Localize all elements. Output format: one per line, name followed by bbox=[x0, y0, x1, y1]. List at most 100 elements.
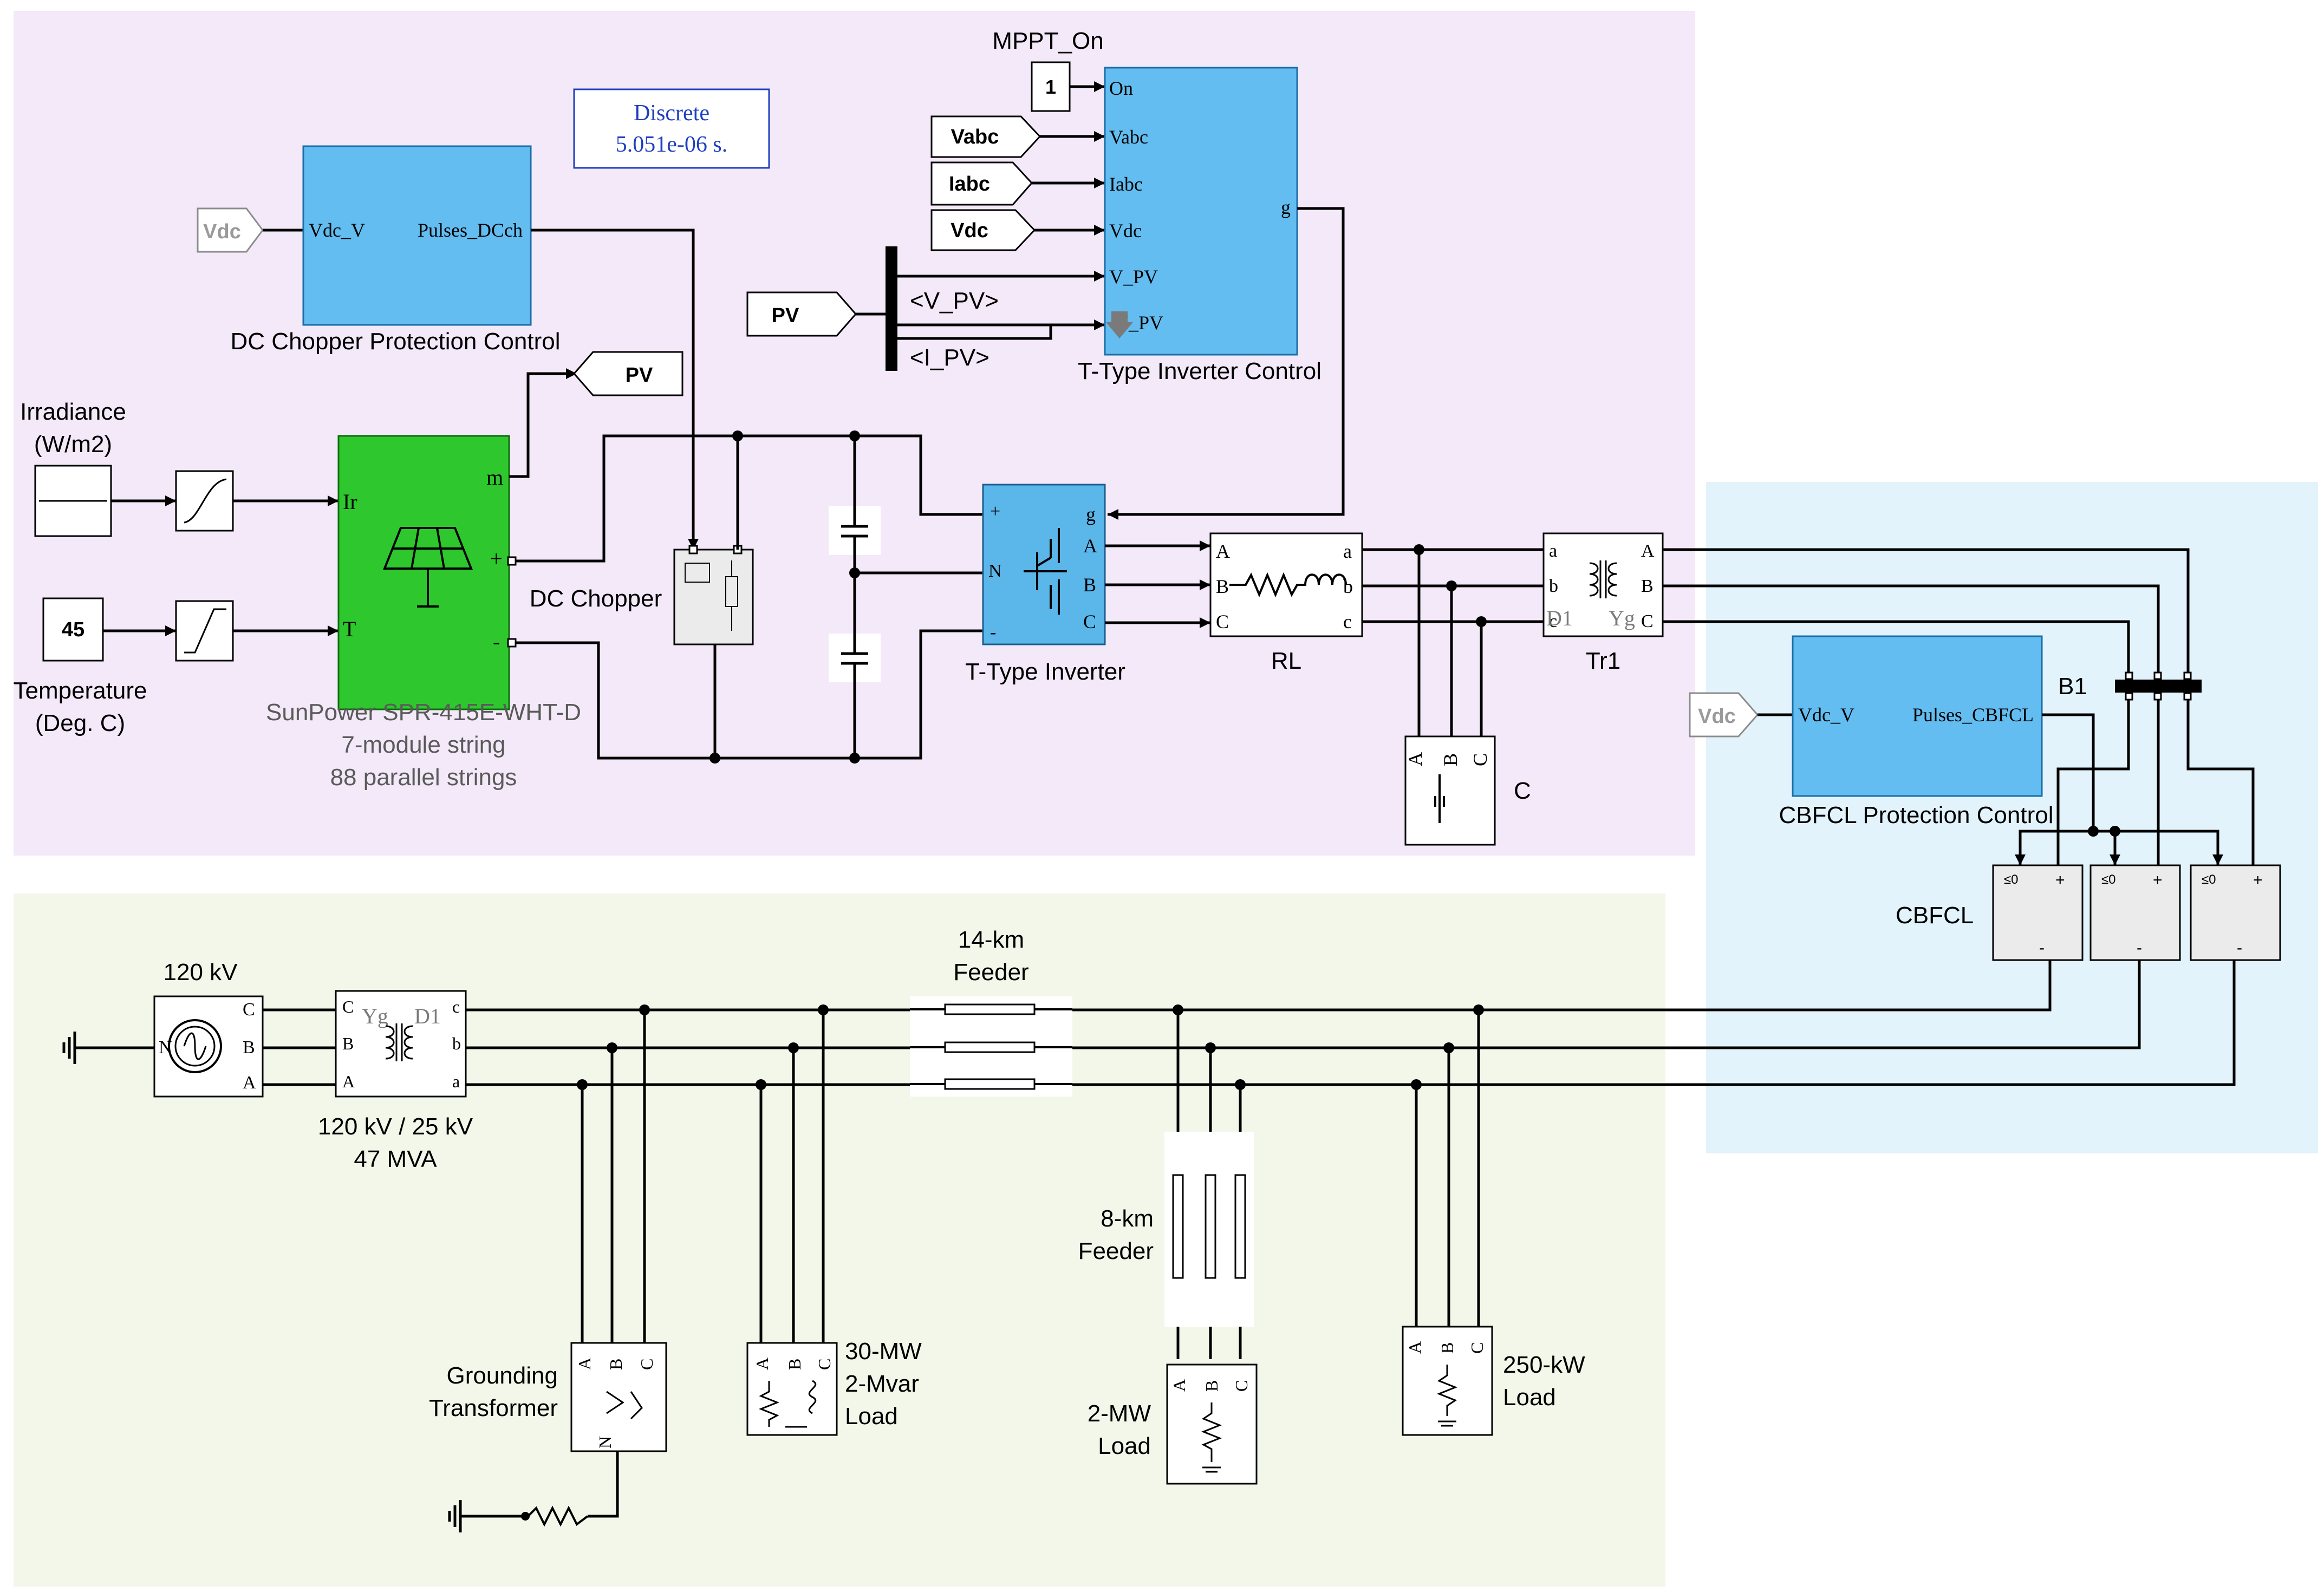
i-pv-signal: <I_PV> bbox=[910, 344, 990, 371]
rl-port-b: B bbox=[1216, 576, 1229, 597]
load250-load: Load bbox=[1503, 1384, 1556, 1411]
b1-label: B1 bbox=[2058, 673, 2087, 700]
tr1-port-b: b bbox=[1549, 576, 1558, 596]
source-port-b: B bbox=[243, 1038, 255, 1058]
svg-text:-: - bbox=[2039, 939, 2045, 957]
tr1-port-c: c bbox=[1549, 611, 1557, 631]
feeder-14km-block[interactable] bbox=[910, 996, 1072, 1097]
inv-port-b: B bbox=[1083, 574, 1096, 596]
dc-link-capacitor-wires bbox=[853, 436, 983, 758]
irradiance-block[interactable] bbox=[34, 465, 112, 537]
l30-port-a: A bbox=[752, 1358, 772, 1370]
cbfcl-module-a[interactable]: ≤0 + - bbox=[1992, 864, 2084, 961]
feeder-8km-block[interactable] bbox=[1164, 1132, 1254, 1327]
vdc-from-tag-2[interactable]: Vdc bbox=[930, 209, 1036, 251]
grounding-transformer-block[interactable]: A B C N bbox=[570, 1342, 667, 1452]
iabc-from-tag[interactable]: Iabc bbox=[930, 161, 1033, 206]
tr1-port-c-out: C bbox=[1641, 611, 1654, 631]
temperature-ramp-block[interactable] bbox=[175, 600, 234, 662]
xfmr-d1: D1 bbox=[414, 1004, 441, 1028]
cbfcl-control-block[interactable]: Vdc_V Pulses_CBFCL bbox=[1792, 635, 2043, 797]
inverter-control-block[interactable]: On Vabc Iabc Vdc V_PV I_PV g bbox=[1104, 67, 1298, 356]
resistor-icon bbox=[527, 1505, 589, 1527]
feeder8-sub: Feeder bbox=[1078, 1238, 1154, 1264]
load-250kw-block[interactable]: A B C bbox=[1402, 1326, 1493, 1436]
capacitor-bank-block[interactable]: A B C bbox=[1404, 735, 1496, 846]
dc-chopper-block[interactable] bbox=[673, 545, 754, 645]
pv-input-wires bbox=[103, 499, 338, 632]
l250-port-b: B bbox=[1437, 1342, 1457, 1354]
source-120kv-block[interactable]: N C B A bbox=[153, 995, 264, 1098]
iabc-from-label: Iabc bbox=[949, 173, 990, 195]
irradiance-ramp-block[interactable] bbox=[175, 470, 234, 532]
pv-port-ir: Ir bbox=[343, 490, 357, 514]
cbfcl-bus-wires bbox=[2056, 700, 2255, 865]
load30-mvar: 2-Mvar bbox=[845, 1371, 919, 1397]
xfmr-rating: 120 kV / 25 kV bbox=[318, 1113, 473, 1140]
pv-from-tag[interactable]: PV bbox=[746, 291, 857, 337]
bus-selector[interactable] bbox=[886, 246, 897, 371]
temperature-block[interactable]: 45 bbox=[42, 597, 104, 662]
inverter-ac-wires bbox=[1105, 544, 1210, 624]
cbfcl-module-b[interactable]: ≤0 + - bbox=[2089, 864, 2181, 961]
vdc-from-1-label: Vdc bbox=[203, 220, 241, 243]
tr1-transformer-block[interactable]: a b c A B C D1 Yg bbox=[1542, 532, 1664, 637]
cbfcl-ctrl-out: Pulses_CBFCL bbox=[1912, 704, 2034, 726]
l2-port-b: B bbox=[1202, 1380, 1221, 1392]
source-port-n: N bbox=[159, 1038, 172, 1058]
grounding-xfmr-taps bbox=[581, 1010, 646, 1343]
temperature-value: 45 bbox=[62, 618, 84, 641]
load30-load: Load bbox=[845, 1403, 898, 1430]
load-2mw-block[interactable]: A B C bbox=[1166, 1363, 1258, 1485]
inv-ctrl-port-on: On bbox=[1109, 77, 1133, 99]
tr1-port-b-out: B bbox=[1641, 576, 1654, 596]
xfmr-port-a-out: a bbox=[452, 1072, 460, 1091]
inverter-label: T-Type Inverter bbox=[965, 658, 1125, 685]
inv-ctrl-port-g: g bbox=[1281, 197, 1291, 218]
rl-filter-block[interactable]: A B C a b c bbox=[1209, 532, 1363, 637]
feeder8-label: 8-km bbox=[1101, 1205, 1154, 1232]
inverter-control-input-wires bbox=[897, 85, 1105, 340]
pv-array-parallel: 88 parallel strings bbox=[330, 764, 517, 791]
pv-goto-label: PV bbox=[626, 364, 653, 387]
vdc-from-tag-3[interactable]: Vdc bbox=[1689, 692, 1759, 738]
t-type-inverter-block[interactable]: + N - g A B C bbox=[982, 484, 1106, 645]
xfmr-port-c-out: c bbox=[452, 997, 460, 1016]
b1-bus-bar[interactable] bbox=[2115, 680, 2202, 693]
pv-port-minus: - bbox=[493, 629, 500, 654]
dc-bus-positive bbox=[516, 434, 983, 563]
powergui-solver-block[interactable]: Discrete 5.051e-06 s. bbox=[573, 88, 770, 169]
vdc-from-tag-1[interactable]: Vdc bbox=[197, 207, 264, 253]
vdc-from-2-label: Vdc bbox=[951, 219, 988, 242]
xfmr-port-a: A bbox=[342, 1072, 355, 1091]
temperature-unit: (Deg. C) bbox=[35, 710, 125, 736]
vdc-from-3-label: Vdc bbox=[1698, 705, 1736, 728]
mppt-on-label: MPPT_On bbox=[992, 28, 1103, 54]
l30-port-c: C bbox=[815, 1359, 834, 1370]
rl-port-a-out: a bbox=[1343, 540, 1352, 562]
pv-goto-tag[interactable]: PV bbox=[573, 351, 683, 396]
dc-chopper-control-block[interactable]: Vdc_V Pulses_DCch bbox=[302, 145, 532, 326]
cap-port-b: B bbox=[1440, 753, 1461, 766]
tr1-port-a-out: A bbox=[1641, 541, 1655, 561]
inv-port-minus: - bbox=[990, 622, 996, 642]
load-30mw-block[interactable]: A B C bbox=[746, 1342, 838, 1436]
cbfcl-label: CBFCL bbox=[1896, 902, 1974, 929]
transformer-120-25kv-block[interactable]: C B A c b a Yg D1 bbox=[335, 990, 467, 1098]
cbfcl-module-c[interactable]: ≤0 + - bbox=[2190, 864, 2281, 961]
cbfcl-area bbox=[1706, 482, 2318, 1153]
load2-load: Load bbox=[1098, 1433, 1151, 1459]
inv-port-plus: + bbox=[990, 501, 1000, 521]
mppt-constant-block[interactable]: 1 bbox=[1031, 61, 1071, 112]
pv-port-t: T bbox=[343, 617, 356, 641]
zigzag-icon bbox=[606, 1391, 643, 1420]
svg-text:-: - bbox=[2137, 939, 2142, 957]
tr1-output-wires bbox=[1663, 548, 2190, 687]
pv-array-strings: 7-module string bbox=[341, 732, 505, 758]
vabc-from-tag[interactable]: Vabc bbox=[930, 115, 1041, 158]
inv-port-g: g bbox=[1086, 504, 1096, 525]
pv-m-wire bbox=[509, 372, 577, 478]
pv-array-block[interactable]: Ir T m + - bbox=[337, 435, 517, 710]
capacitor-icon bbox=[1434, 774, 1445, 823]
